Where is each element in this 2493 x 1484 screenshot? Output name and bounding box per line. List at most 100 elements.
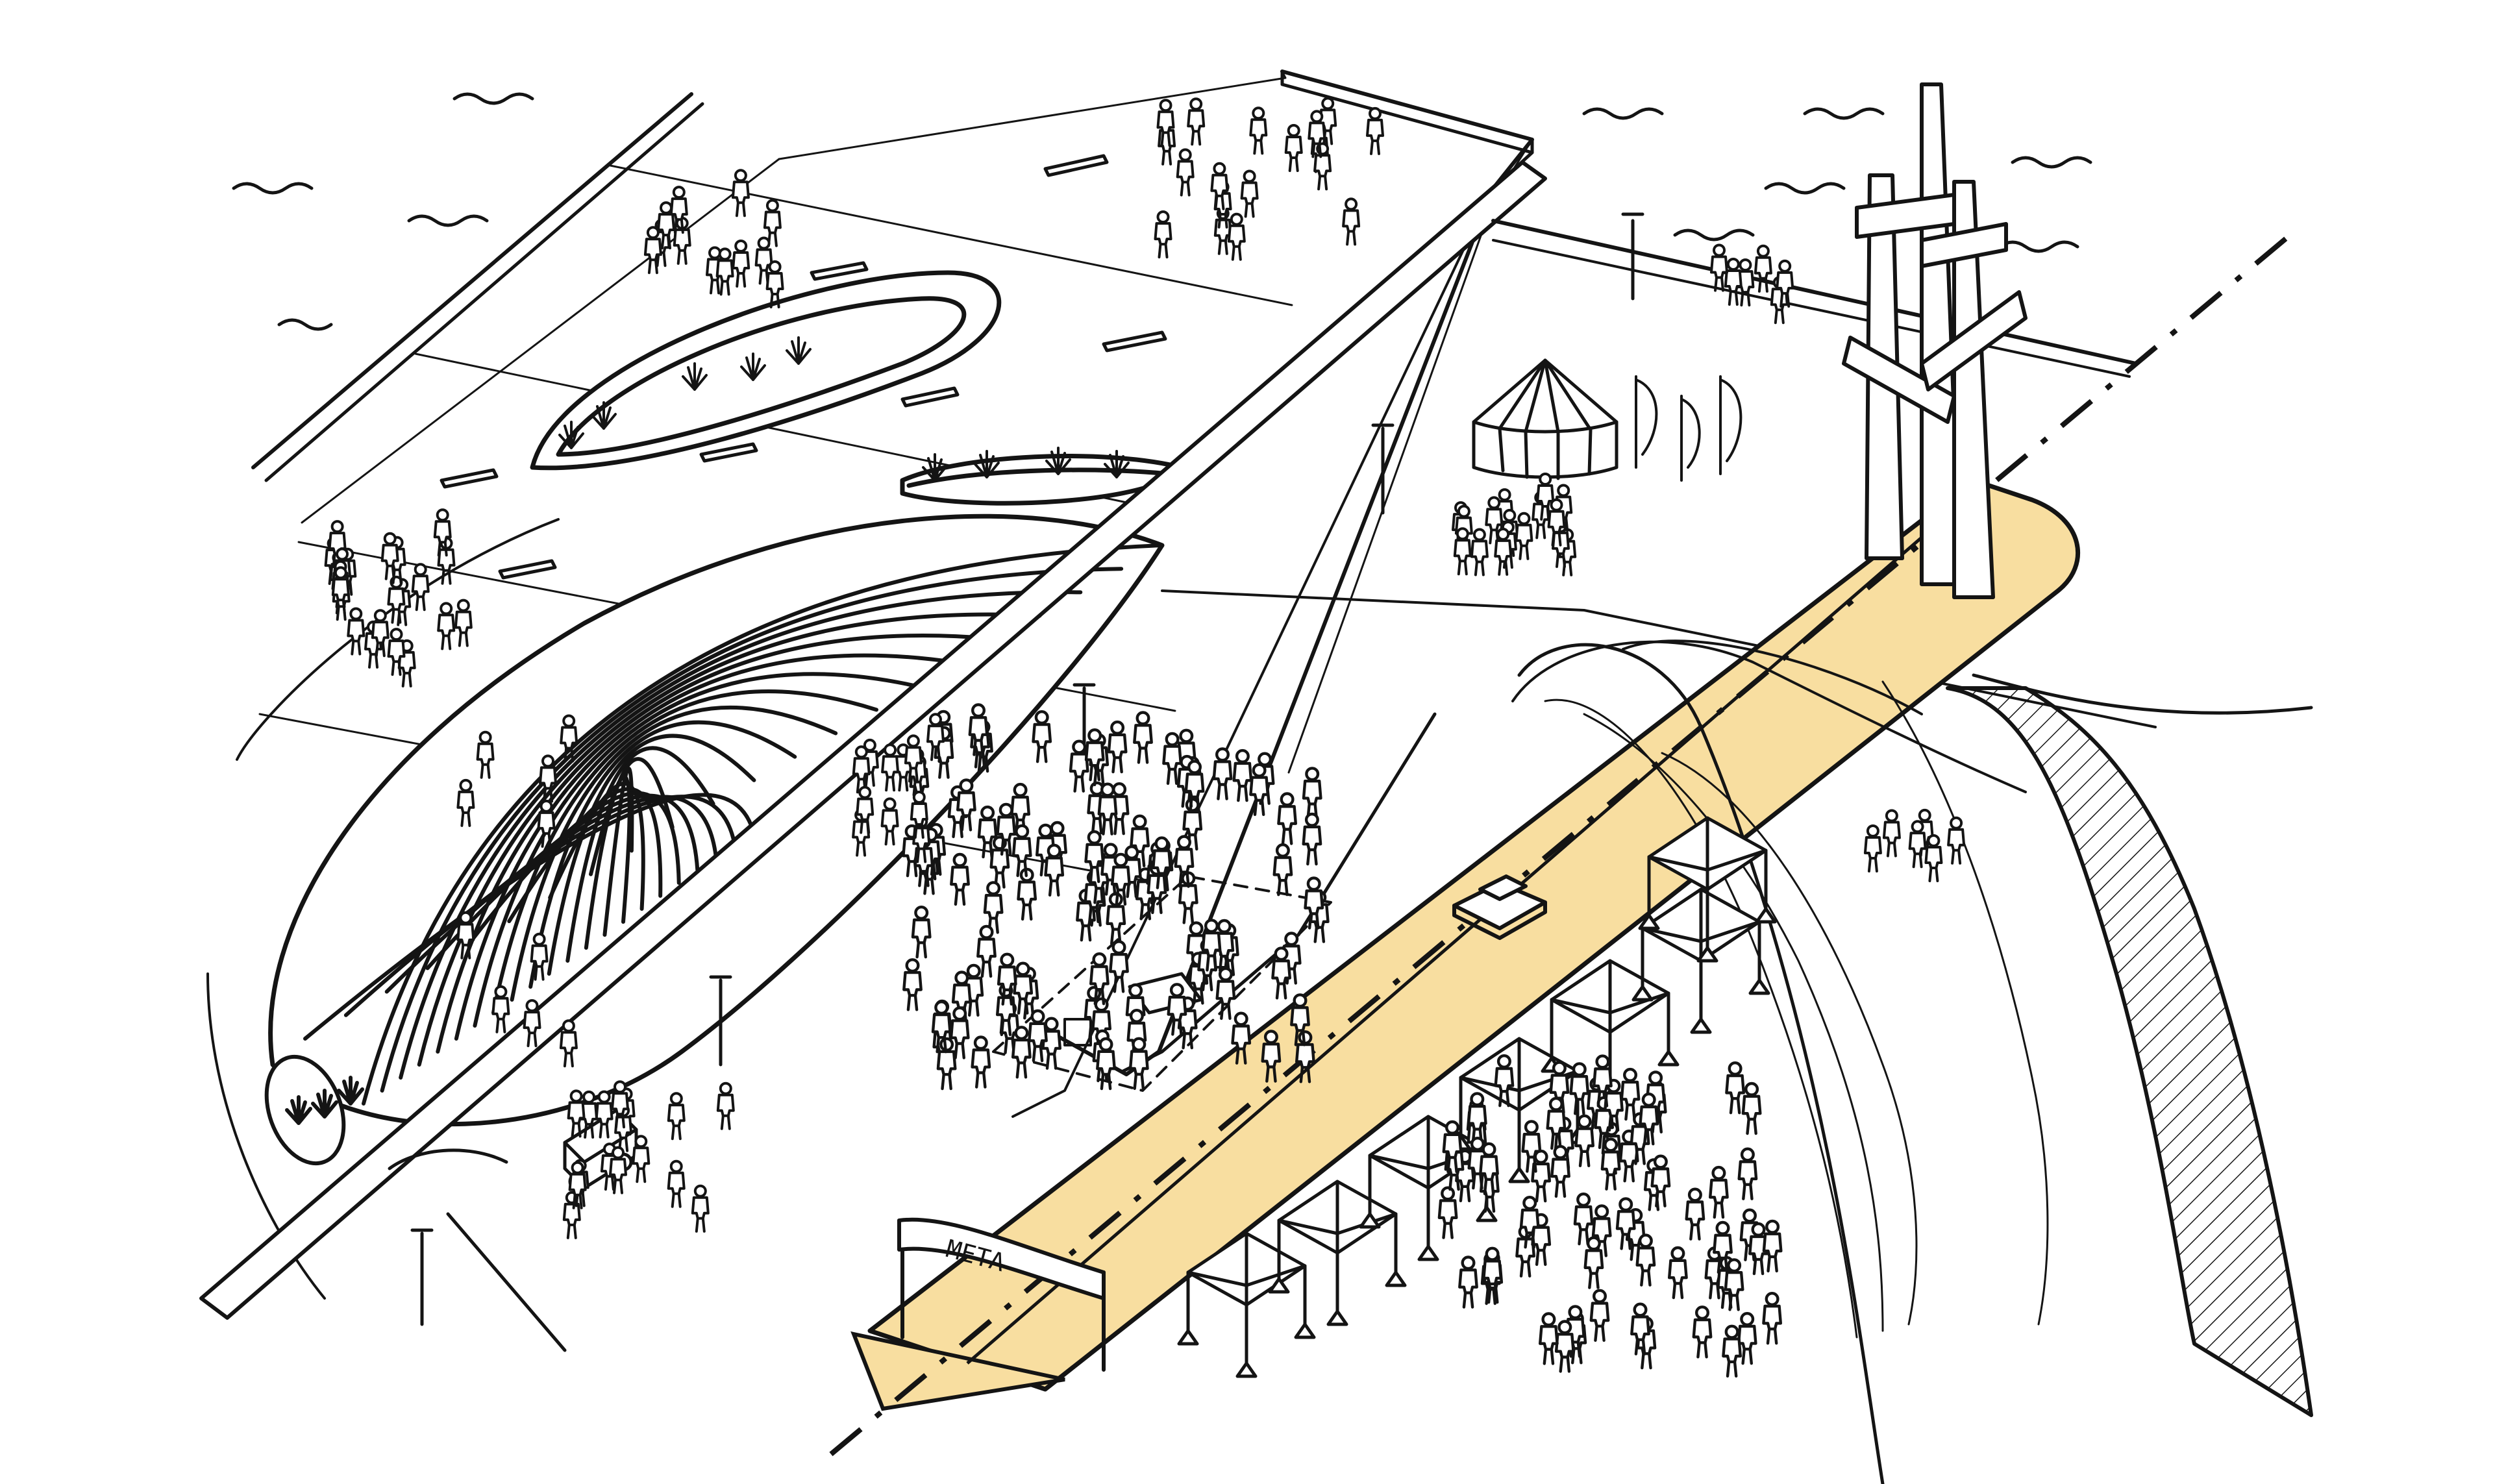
person xyxy=(1029,1011,1046,1061)
person xyxy=(1591,1291,1608,1341)
person xyxy=(411,563,430,612)
person xyxy=(1453,527,1472,576)
person xyxy=(1637,1235,1654,1285)
lamp-posts xyxy=(410,212,1644,1352)
person xyxy=(1724,258,1743,306)
embankment-lines xyxy=(251,92,780,524)
amphitheatre-step xyxy=(473,672,919,1028)
person xyxy=(1439,1188,1456,1238)
amphitheatre-step xyxy=(436,634,1001,1054)
person xyxy=(437,602,456,650)
river-bank xyxy=(1517,643,2313,1484)
amphitheatre-step xyxy=(547,734,756,976)
person xyxy=(1483,1248,1500,1298)
race-car xyxy=(1452,874,1547,940)
person xyxy=(1071,741,1087,791)
person xyxy=(1176,148,1195,197)
person xyxy=(1272,948,1289,998)
amphitheatre-step xyxy=(589,774,632,924)
amphitheatre-step xyxy=(399,590,1083,1080)
person xyxy=(991,837,1008,887)
person xyxy=(1739,1149,1756,1199)
amphitheatre-step xyxy=(454,653,960,1041)
person xyxy=(1459,1257,1476,1307)
person xyxy=(1694,1307,1711,1357)
person xyxy=(1710,1167,1727,1217)
bank-curve-over-track xyxy=(1511,639,2027,793)
person xyxy=(632,1135,651,1183)
person xyxy=(1687,1189,1704,1239)
person xyxy=(973,1037,989,1087)
gazebo xyxy=(1472,358,1619,480)
person xyxy=(913,907,930,957)
person xyxy=(1669,1248,1686,1298)
terrace-benches xyxy=(440,154,1167,580)
person xyxy=(1575,1194,1592,1244)
person xyxy=(691,1184,710,1233)
person xyxy=(1013,1027,1030,1077)
finish-arch xyxy=(897,1217,1106,1372)
person xyxy=(716,1082,735,1130)
monument-pylons xyxy=(1842,82,2028,599)
person xyxy=(347,607,366,656)
person xyxy=(1046,845,1063,895)
person xyxy=(1576,1116,1593,1166)
person xyxy=(1470,528,1489,576)
person xyxy=(1723,1326,1740,1376)
amphitheatre-step xyxy=(584,757,675,950)
person xyxy=(1585,1238,1602,1288)
person xyxy=(1304,768,1321,818)
person xyxy=(904,959,921,1009)
person xyxy=(1571,1063,1588,1113)
amphitheatre-steps xyxy=(303,543,1164,1106)
person xyxy=(1924,834,1943,882)
person xyxy=(1743,1083,1760,1133)
person xyxy=(1515,512,1533,560)
person xyxy=(1882,809,1901,858)
person xyxy=(1187,97,1206,146)
person xyxy=(1754,244,1772,293)
person xyxy=(731,169,750,217)
person xyxy=(951,854,968,904)
person xyxy=(1652,1156,1669,1206)
person xyxy=(1556,1322,1573,1372)
person xyxy=(567,1089,586,1138)
person xyxy=(1947,816,1966,865)
amphitheatre-step xyxy=(507,787,663,924)
person xyxy=(1622,1069,1639,1119)
person xyxy=(1034,711,1050,761)
person xyxy=(1552,1146,1569,1196)
person xyxy=(1130,1039,1147,1089)
person xyxy=(1863,824,1882,872)
amphitheatre-step xyxy=(425,793,700,971)
person xyxy=(667,1092,686,1141)
amphitheatre-step xyxy=(491,689,878,1015)
person xyxy=(1763,1293,1780,1343)
person xyxy=(1540,1314,1557,1364)
person xyxy=(1908,820,1927,869)
small-planter xyxy=(264,1054,362,1166)
race-track xyxy=(829,231,2294,1457)
lens-planter xyxy=(530,270,1184,506)
person xyxy=(715,247,734,296)
person xyxy=(1015,963,1032,1013)
person xyxy=(1726,1259,1743,1309)
person xyxy=(1154,210,1172,259)
amphitheatre-step xyxy=(303,793,755,1041)
amphitheatre-step xyxy=(510,705,838,1002)
flags xyxy=(1635,375,1743,482)
person xyxy=(1274,845,1291,895)
person xyxy=(732,240,750,288)
person xyxy=(1764,1221,1781,1271)
person xyxy=(1217,969,1234,1019)
person xyxy=(1304,814,1321,864)
amphitheatre-edge xyxy=(206,518,560,1300)
amphitheatre-step xyxy=(466,791,681,947)
person xyxy=(1602,1139,1619,1189)
person xyxy=(454,599,473,647)
amphitheatre-step xyxy=(565,746,715,963)
person xyxy=(667,1159,686,1208)
person xyxy=(1278,794,1295,844)
person xyxy=(1726,1063,1743,1113)
